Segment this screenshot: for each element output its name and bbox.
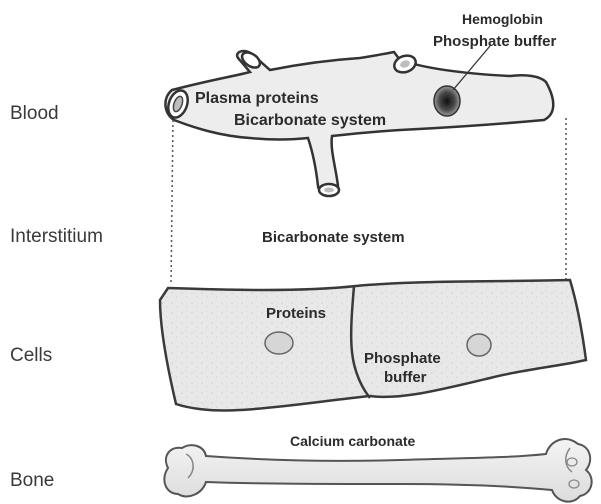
label-bicarbonate-interstitium: Bicarbonate system: [262, 229, 405, 246]
row-label-blood: Blood: [10, 103, 59, 125]
left-dotted-guide: [171, 120, 173, 285]
nucleus-left-icon: [265, 332, 293, 354]
label-phosphate-cells: Phosphate: [364, 350, 441, 367]
label-bicarbonate-blood: Bicarbonate system: [234, 112, 386, 130]
label-hemoglobin: Hemoglobin: [462, 11, 543, 27]
cells-block: [160, 280, 586, 411]
label-phosphate-buffer-blood: Phosphate buffer: [433, 33, 556, 50]
row-label-cells: Cells: [10, 345, 52, 367]
row-label-bone: Bone: [10, 470, 54, 492]
red-blood-cell-icon: [434, 86, 460, 116]
row-label-interstitium: Interstitium: [10, 226, 103, 248]
label-plasma-proteins: Plasma proteins: [195, 90, 319, 108]
label-calcium-carbonate: Calcium carbonate: [290, 433, 415, 449]
label-proteins: Proteins: [266, 305, 326, 322]
label-buffer-cells: buffer: [384, 369, 427, 386]
nucleus-right-icon: [467, 334, 491, 356]
